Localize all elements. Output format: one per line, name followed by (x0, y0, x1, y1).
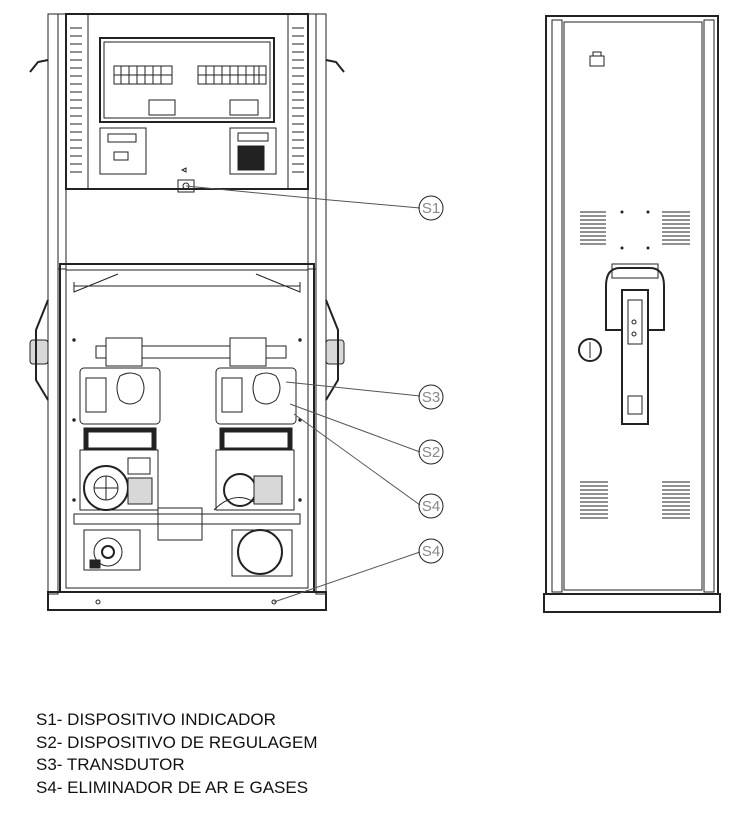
side-lower-vents (580, 481, 690, 519)
side-nozzle-holder (605, 267, 665, 331)
callouts: S1 S3 S2 S4 S4 (185, 185, 444, 603)
indicator-device-s1 (177, 179, 195, 193)
callout-s4-lower-circle (418, 538, 444, 564)
technical-drawing: S1 S3 S2 S4 S4 (29, 13, 721, 613)
legend: S1- DISPOSITIVO INDICADOR S2- DISPOSITIV… (36, 709, 318, 799)
legend-item-s1: S1- DISPOSITIVO INDICADOR (36, 710, 276, 729)
leader-s4-upper (293, 413, 421, 506)
lock-icon (589, 55, 605, 67)
left-motor (83, 529, 141, 571)
front-base (47, 591, 327, 611)
callout-s3-label: S3 (422, 389, 440, 406)
legend-item-s3: S3- TRANSDUTOR (36, 755, 185, 774)
right-nozzle-holster (325, 339, 345, 365)
left-nozzle-holster (29, 339, 49, 365)
side-lock (578, 338, 602, 362)
leader-s2 (289, 403, 421, 453)
digit-display-right (197, 65, 267, 85)
card-reader-module (99, 127, 147, 175)
right-vent-slats (292, 27, 304, 173)
callout-s1-circle (418, 195, 444, 221)
callout-s4-upper-circle (418, 493, 444, 519)
callout-s3-circle (418, 384, 444, 410)
side-upper-vents (580, 210, 690, 250)
leader-s4-lower (273, 551, 421, 603)
leader-s3 (285, 381, 421, 397)
leader-s1 (185, 185, 421, 209)
side-base (543, 593, 721, 613)
callout-s4-lower-label: S4 (422, 543, 440, 560)
digit-display-left (113, 65, 173, 85)
callout-s4-upper-label: S4 (422, 498, 440, 515)
side-view-dispenser (543, 15, 721, 613)
callout-s2-label: S2 (422, 444, 440, 461)
callout-s2-circle (418, 439, 444, 465)
right-meter-assembly (213, 337, 297, 511)
display-window (99, 37, 275, 123)
left-meter-assembly (79, 337, 161, 511)
left-vent-slats (70, 27, 82, 173)
keypad-module (229, 127, 277, 175)
side-nozzle (621, 289, 649, 425)
right-motor (231, 529, 293, 577)
front-view-dispenser (29, 13, 345, 611)
legend-item-s4: S4- ELIMINADOR DE AR E GASES (36, 777, 309, 797)
callout-s1-label: S1 (422, 200, 440, 217)
legend-item-s2: S2- DISPOSITIVO DE REGULAGEM (36, 732, 318, 752)
